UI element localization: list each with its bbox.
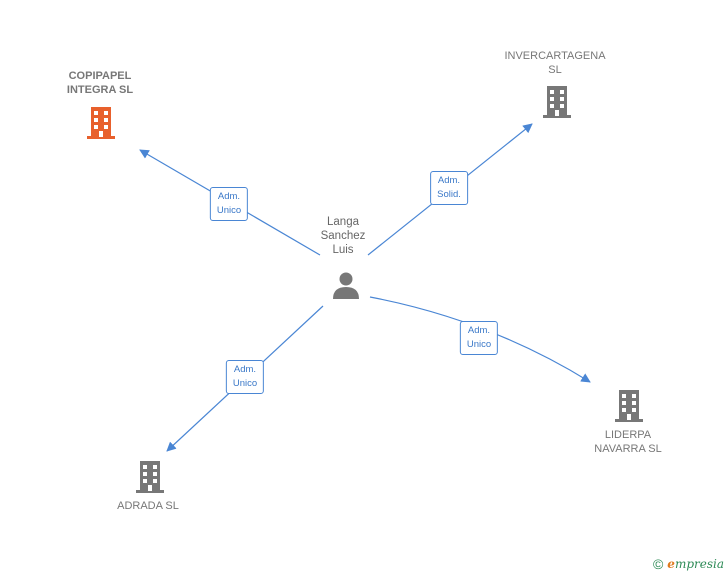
edge-label-liderpa: Adm. Unico: [459, 321, 499, 355]
building-icon[interactable]: [612, 388, 646, 422]
building-icon[interactable]: [133, 459, 167, 493]
company-label-invercartagena[interactable]: INVERCARTAGENA SL: [504, 50, 606, 76]
edge-label-adrada: Adm. Unico: [225, 360, 265, 394]
building-icon[interactable]: [84, 105, 118, 139]
copyright-icon: ©: [652, 556, 664, 572]
company-label-adrada[interactable]: ADRADA SL: [117, 500, 179, 512]
company-label-copipapel[interactable]: COPIPAPEL INTEGRA SL: [66, 70, 134, 96]
brand-logo[interactable]: © empresia: [653, 556, 724, 572]
brand-initial: e: [667, 557, 675, 571]
company-label-liderpa[interactable]: LIDERPA NAVARRA SL: [594, 429, 662, 455]
person-icon[interactable]: [331, 270, 361, 300]
person-name-label: Langa Sanchez Luis: [320, 216, 366, 256]
brand-name: mpresia: [674, 557, 724, 571]
edge-label-invercartagena: Adm. Solid.: [430, 171, 468, 205]
building-icon[interactable]: [540, 84, 574, 118]
edge-label-copipapel: Adm. Unico: [209, 187, 249, 221]
